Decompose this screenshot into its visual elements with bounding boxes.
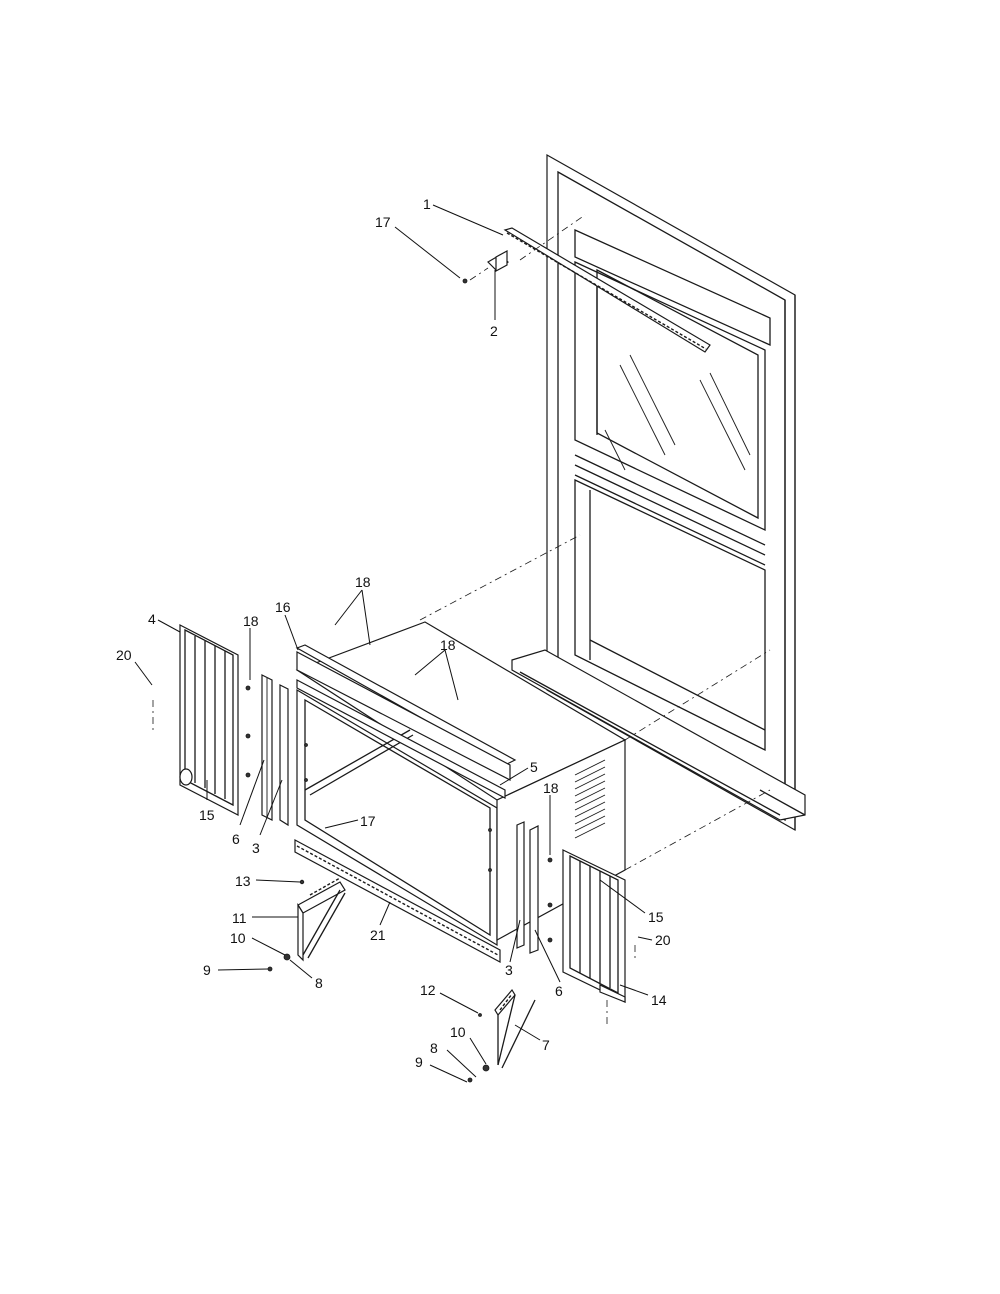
callout-10-right: 10 <box>450 1024 466 1040</box>
assembly-lines <box>419 214 771 871</box>
callout-2: 2 <box>490 323 498 339</box>
callout-20-right: 20 <box>655 932 671 948</box>
callout-9-right: 9 <box>415 1054 423 1070</box>
callouts: 1 17 2 18 16 4 18 18 20 15 6 3 5 17 13 1 <box>116 196 671 1083</box>
callout-15-right: 15 <box>648 909 664 925</box>
right-channel-pieces <box>516 821 553 954</box>
callout-17-top: 17 <box>375 214 391 230</box>
callout-18-c: 18 <box>440 637 456 653</box>
callout-6-left: 6 <box>232 831 240 847</box>
top-bracket <box>462 249 509 284</box>
callout-4: 4 <box>148 611 156 627</box>
callout-12: 12 <box>420 982 436 998</box>
left-channel-pieces <box>245 674 289 827</box>
callout-18-a: 18 <box>355 574 371 590</box>
callout-16: 16 <box>275 599 291 615</box>
callout-15-left: 15 <box>199 807 215 823</box>
right-side-curtain <box>562 849 636 1025</box>
callout-17-mid: 17 <box>360 813 376 829</box>
top-mounting-channel <box>503 227 711 353</box>
callout-13: 13 <box>235 873 251 889</box>
callout-3-right: 3 <box>505 962 513 978</box>
callout-11: 11 <box>232 910 247 926</box>
callout-1: 1 <box>423 196 431 212</box>
callout-7: 7 <box>542 1037 550 1053</box>
window-frame <box>511 153 806 832</box>
callout-9-left: 9 <box>203 962 211 978</box>
callout-8-right: 8 <box>430 1040 438 1056</box>
callout-18-d: 18 <box>543 780 559 796</box>
bottom-rail <box>294 838 501 964</box>
callout-3-left: 3 <box>252 840 260 856</box>
callout-20-left: 20 <box>116 647 132 663</box>
side-louvers <box>574 759 606 839</box>
callout-5: 5 <box>530 759 538 775</box>
callout-14: 14 <box>651 992 667 1008</box>
callout-18-b: 18 <box>243 613 259 629</box>
callout-10-left: 10 <box>230 930 246 946</box>
left-side-curtain <box>152 624 239 816</box>
right-support-bracket <box>467 988 536 1083</box>
top-rail <box>295 644 517 799</box>
callout-8-left: 8 <box>315 975 323 991</box>
left-support-bracket <box>267 877 346 972</box>
cabinet-sleeve <box>295 621 627 947</box>
callout-21: 21 <box>370 927 386 943</box>
callout-6-right: 6 <box>555 983 563 999</box>
